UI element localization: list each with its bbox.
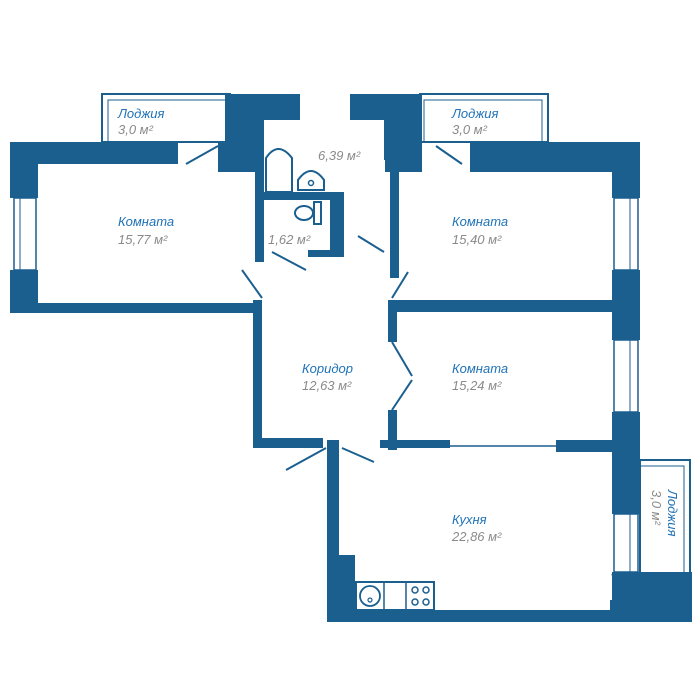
- doors: [185, 145, 633, 601]
- walls: [10, 94, 692, 622]
- wc-area: 1,62 м²: [268, 232, 311, 247]
- loggia-side-name: Лоджия: [665, 489, 680, 537]
- loggia-right-area: 3,0 м²: [452, 122, 488, 137]
- kitchen-area: 22,86 м²: [451, 529, 502, 544]
- kitchen-sink-icon: [359, 585, 381, 607]
- kitchen-name: Кухня: [452, 512, 487, 527]
- room-right-mid-name: Комната: [452, 361, 508, 376]
- room-right-top-name: Комната: [452, 214, 508, 229]
- corridor-area: 12,63 м²: [302, 378, 352, 393]
- corridor-name: Коридор: [302, 361, 353, 376]
- room-right-mid-area: 15,24 м²: [452, 378, 502, 393]
- kitchen-counter: [355, 581, 435, 611]
- room-left-area: 15,77 м²: [118, 232, 168, 247]
- room-left-name: Комната: [118, 214, 174, 229]
- sink-icon: [297, 170, 325, 191]
- room-right-top-area: 15,40 м²: [452, 232, 502, 247]
- bathroom-area: 6,39 м²: [318, 148, 361, 163]
- loggia-left-name: Лоджия: [117, 106, 165, 121]
- loggia-left-area: 3,0 м²: [118, 122, 154, 137]
- windows: [13, 197, 639, 573]
- toilet-icon: [294, 201, 322, 225]
- loggia-side-area: 3,0 м²: [649, 490, 664, 526]
- loggia-right-name: Лоджия: [451, 106, 499, 121]
- stove-icon: [411, 586, 430, 606]
- bathtub-icon: [265, 148, 293, 193]
